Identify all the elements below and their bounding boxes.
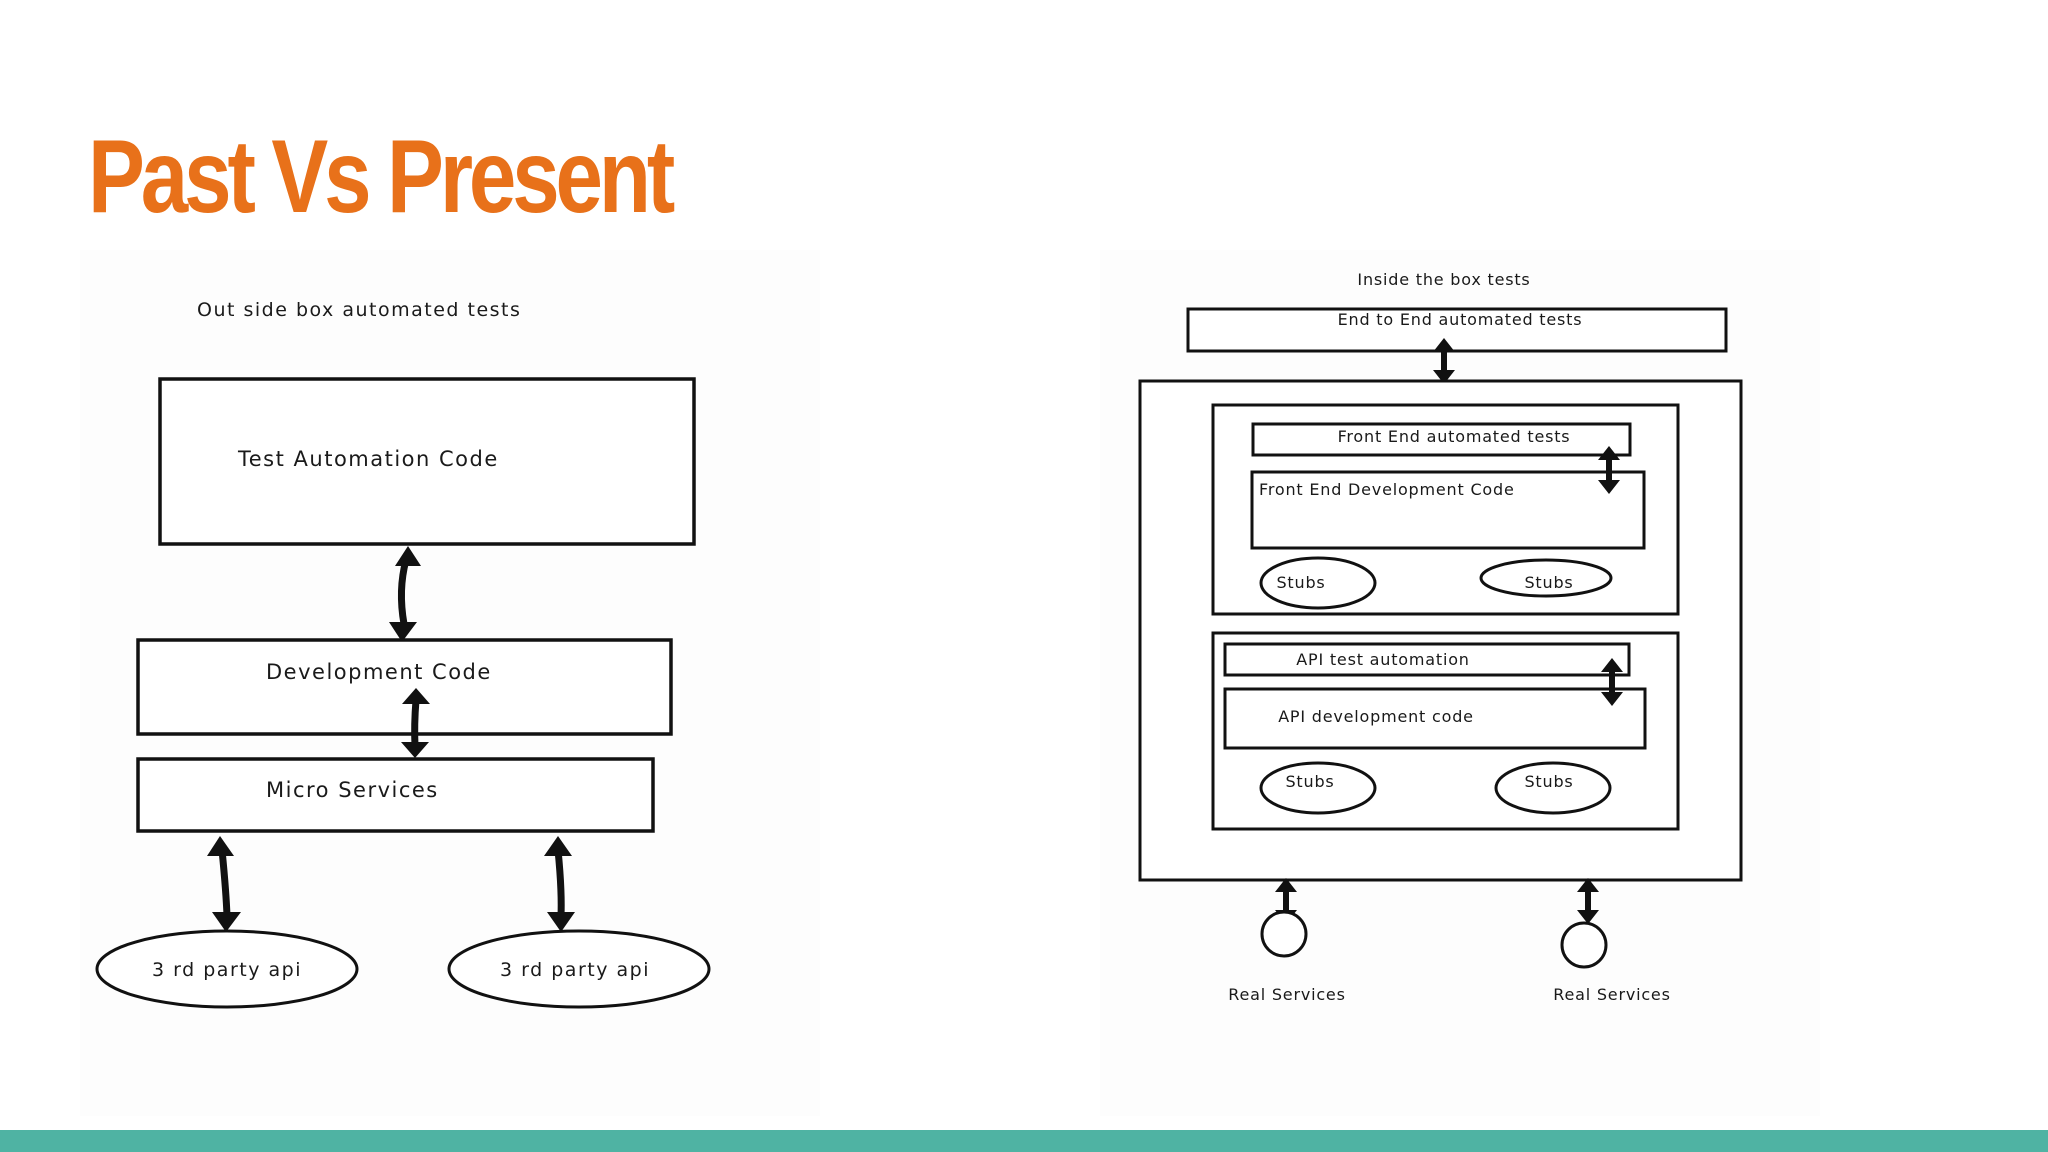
- stub-label: Stubs: [1524, 573, 1573, 592]
- double-arrow-icon: [207, 836, 241, 932]
- stub-label: Stubs: [1276, 573, 1325, 592]
- real-service-circle: [1260, 910, 1308, 958]
- past-caption: Out side box automated tests: [197, 299, 521, 321]
- third-party-api-label: 3 rd party api: [500, 959, 650, 981]
- frontend-tests-label: Front End automated tests: [1338, 427, 1571, 446]
- double-arrow-icon: [544, 836, 575, 932]
- real-service-label: Real Services: [1553, 985, 1670, 1004]
- end-to-end-tests-label: End to End automated tests: [1338, 310, 1583, 329]
- frontend-code-label: Front End Development Code: [1259, 480, 1515, 499]
- slide-title: Past Vs Present: [88, 119, 675, 235]
- double-arrow-icon: [1577, 878, 1599, 924]
- third-party-api-label: 3 rd party api: [152, 959, 302, 981]
- double-arrow-icon: [1598, 446, 1620, 494]
- micro-services-label: Micro Services: [266, 778, 439, 802]
- present-caption: Inside the box tests: [1357, 270, 1530, 289]
- frontend-code-box: [1250, 470, 1646, 550]
- stub-ellipse: [1494, 761, 1612, 815]
- micro-services-box: [136, 757, 655, 833]
- test-automation-code-label: Test Automation Code: [237, 447, 499, 471]
- double-arrow-icon: [401, 688, 430, 758]
- stub-ellipse: [1259, 556, 1377, 610]
- real-service-circle: [1560, 921, 1608, 969]
- third-party-api-ellipse: [447, 929, 711, 1009]
- third-party-api-ellipse: [95, 929, 359, 1009]
- end-to-end-tests-box: [1186, 307, 1728, 353]
- double-arrow-icon: [1433, 338, 1455, 384]
- api-code-label: API development code: [1278, 707, 1474, 726]
- stub-ellipse: [1479, 558, 1613, 598]
- development-code-label: Development Code: [266, 660, 492, 684]
- real-service-label: Real Services: [1228, 985, 1345, 1004]
- stub-label: Stubs: [1524, 772, 1573, 791]
- development-code-box: [136, 638, 673, 736]
- double-arrow-icon: [389, 546, 421, 642]
- test-automation-code-box: [158, 377, 696, 546]
- api-code-box: [1223, 687, 1647, 750]
- stub-label: Stubs: [1285, 772, 1334, 791]
- api-tests-label: API test automation: [1296, 650, 1469, 669]
- api-tests-box: [1223, 642, 1631, 677]
- footer-accent-bar: [0, 1130, 2048, 1152]
- stub-ellipse: [1259, 761, 1377, 815]
- frontend-tests-box: [1251, 422, 1632, 457]
- double-arrow-icon: [1601, 658, 1623, 706]
